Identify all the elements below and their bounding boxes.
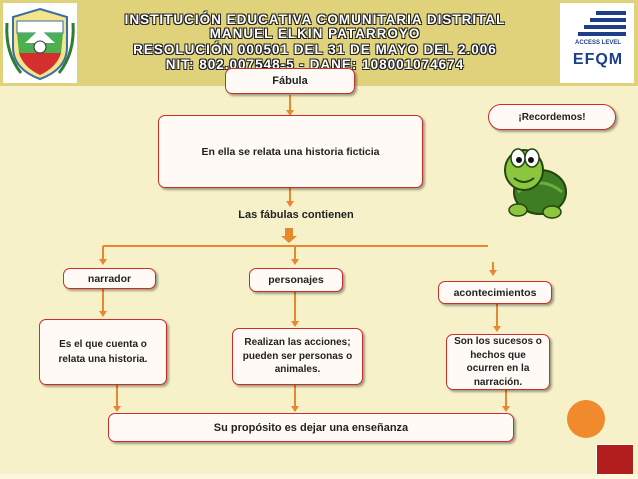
flower-decoration	[596, 444, 634, 478]
arrow-personajes-purpose	[291, 406, 299, 412]
arrow-definition-contains	[286, 201, 294, 207]
arrow-branch-narrador	[99, 259, 107, 265]
turtle-illustration	[496, 134, 572, 220]
arrow-branch-acontecimientos	[489, 270, 497, 276]
arrow-contains	[281, 236, 297, 243]
orange-circle-decoration	[567, 400, 605, 438]
recordemos-callout: ¡Recordemos!	[488, 104, 616, 130]
contains-label: Las fábulas contienen	[226, 209, 366, 221]
branch-title-narrador: narrador	[63, 268, 156, 289]
branch-desc-narrador: Es el que cuenta o relata una historia.	[39, 319, 167, 385]
bottom-strip	[0, 474, 638, 479]
arrow-narrador-purpose	[113, 406, 121, 412]
branch-title-personajes: personajes	[249, 268, 343, 292]
root-node-fabula: Fábula	[225, 68, 355, 94]
arrow-acontecimientos-purpose	[502, 406, 510, 412]
arrow-narrador-desc	[99, 311, 107, 317]
branch-title-acontecimientos: acontecimientos	[438, 281, 552, 304]
branch-desc-acontecimientos: Son los sucesos o hechos que ocurren en …	[446, 334, 550, 390]
definition-node: En ella se relata una historia ficticia	[158, 115, 423, 188]
arrow-personajes-desc	[291, 321, 299, 327]
purpose-node: Su propósito es dejar una enseñanza	[108, 413, 514, 442]
branch-desc-personajes: Realizan las acciones; pueden ser person…	[232, 328, 363, 385]
arrow-branch-personajes	[291, 259, 299, 265]
arrow-acontecimientos-desc	[493, 326, 501, 332]
